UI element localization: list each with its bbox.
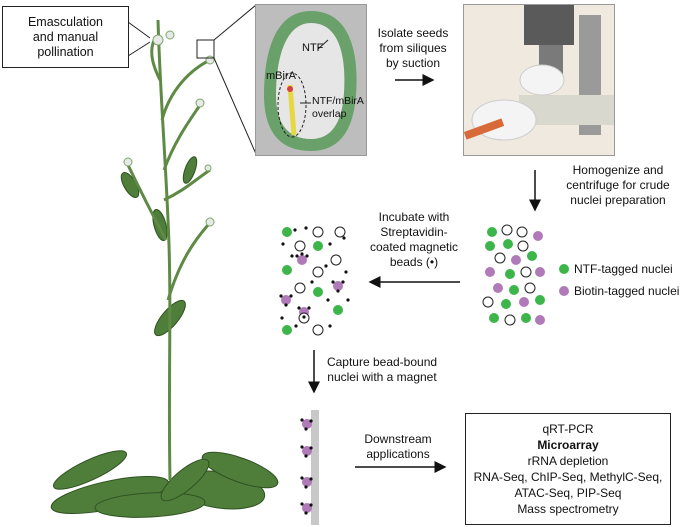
homogenize-line-1: Homogenize and xyxy=(572,163,664,177)
emasculation-line-1: Emasculation xyxy=(27,15,104,29)
application-atac-pip-seq: ATAC-Seq, PIP-Seq xyxy=(514,486,622,500)
application-mass-spectrometry: Mass spectrometry xyxy=(517,502,619,516)
legend-ntf-marker xyxy=(559,264,569,274)
homogenize-line-2: centrifuge for crude xyxy=(566,178,670,192)
step-homogenize: Homogenize and centrifuge for crude nucl… xyxy=(553,163,683,208)
application-microarray: Microarray xyxy=(537,438,599,452)
magnet-bar xyxy=(311,410,319,525)
isolate-line-3: by suction xyxy=(385,56,441,70)
emasculation-note-box: Emasculation and manual pollination xyxy=(2,6,129,68)
downstream-line-1: Downstream xyxy=(364,432,432,446)
downstream-line-2: applications xyxy=(366,447,430,461)
incubate-line-1: Incubate with xyxy=(378,210,450,224)
lab-photo-stereomicroscope xyxy=(463,4,615,156)
applications-box: qRT-PCR Microarray rRNA depletion RNA-Se… xyxy=(465,413,671,525)
capture-line-1: Capture bead-bound xyxy=(326,355,438,369)
legend-ntf-tagged: NTF-tagged nuclei xyxy=(574,262,673,276)
incubate-line-4: beads (•) xyxy=(389,255,439,269)
step-downstream: Downstream applications xyxy=(358,432,438,462)
emasculation-note: Emasculation and manual pollination xyxy=(3,15,128,60)
mbira-label: mBirA xyxy=(266,70,296,82)
step-isolate-seeds: Isolate seeds from siliques by suction xyxy=(373,26,453,71)
ntf-label: NTF xyxy=(302,42,324,54)
seed-micrograph: NTF mBirA NTF/mBirA overlap xyxy=(255,4,367,156)
incubate-line-3: coated magnetic xyxy=(369,240,459,254)
crude-nuclei-cluster xyxy=(482,224,545,326)
legend-biotin-tagged: Biotin-tagged nuclei xyxy=(574,284,680,298)
application-seq-methods: RNA-Seq, ChIP-Seq, MethylC-Seq, xyxy=(473,470,663,484)
bound-nuclei xyxy=(302,419,312,513)
overlap-label-line-2: overlap xyxy=(312,108,347,120)
overlap-label: NTF/mBirA overlap xyxy=(312,95,366,121)
application-rrna-depletion: rRNA depletion xyxy=(527,454,609,468)
step-incubate: Incubate with Streptavidin- coated magne… xyxy=(365,210,463,270)
step-capture: Capture bead-bound nuclei with a magnet xyxy=(322,355,442,385)
overlap-label-line-1: NTF/mBirA xyxy=(312,95,364,107)
bead-mixture-cluster xyxy=(279,226,350,336)
isolate-line-1: Isolate seeds xyxy=(377,26,449,40)
homogenize-line-3: nuclei preparation xyxy=(570,193,666,207)
incubate-line-2: Streptavidin- xyxy=(380,225,448,239)
legend-biotin-marker xyxy=(559,286,569,296)
isolate-line-2: from siliques xyxy=(379,41,447,55)
emasculation-line-2: and manual xyxy=(32,30,99,44)
application-qrt-pcr: qRT-PCR xyxy=(542,422,594,436)
capture-line-2: nuclei with a magnet xyxy=(327,370,437,384)
emasculation-line-3: pollination xyxy=(37,45,94,59)
